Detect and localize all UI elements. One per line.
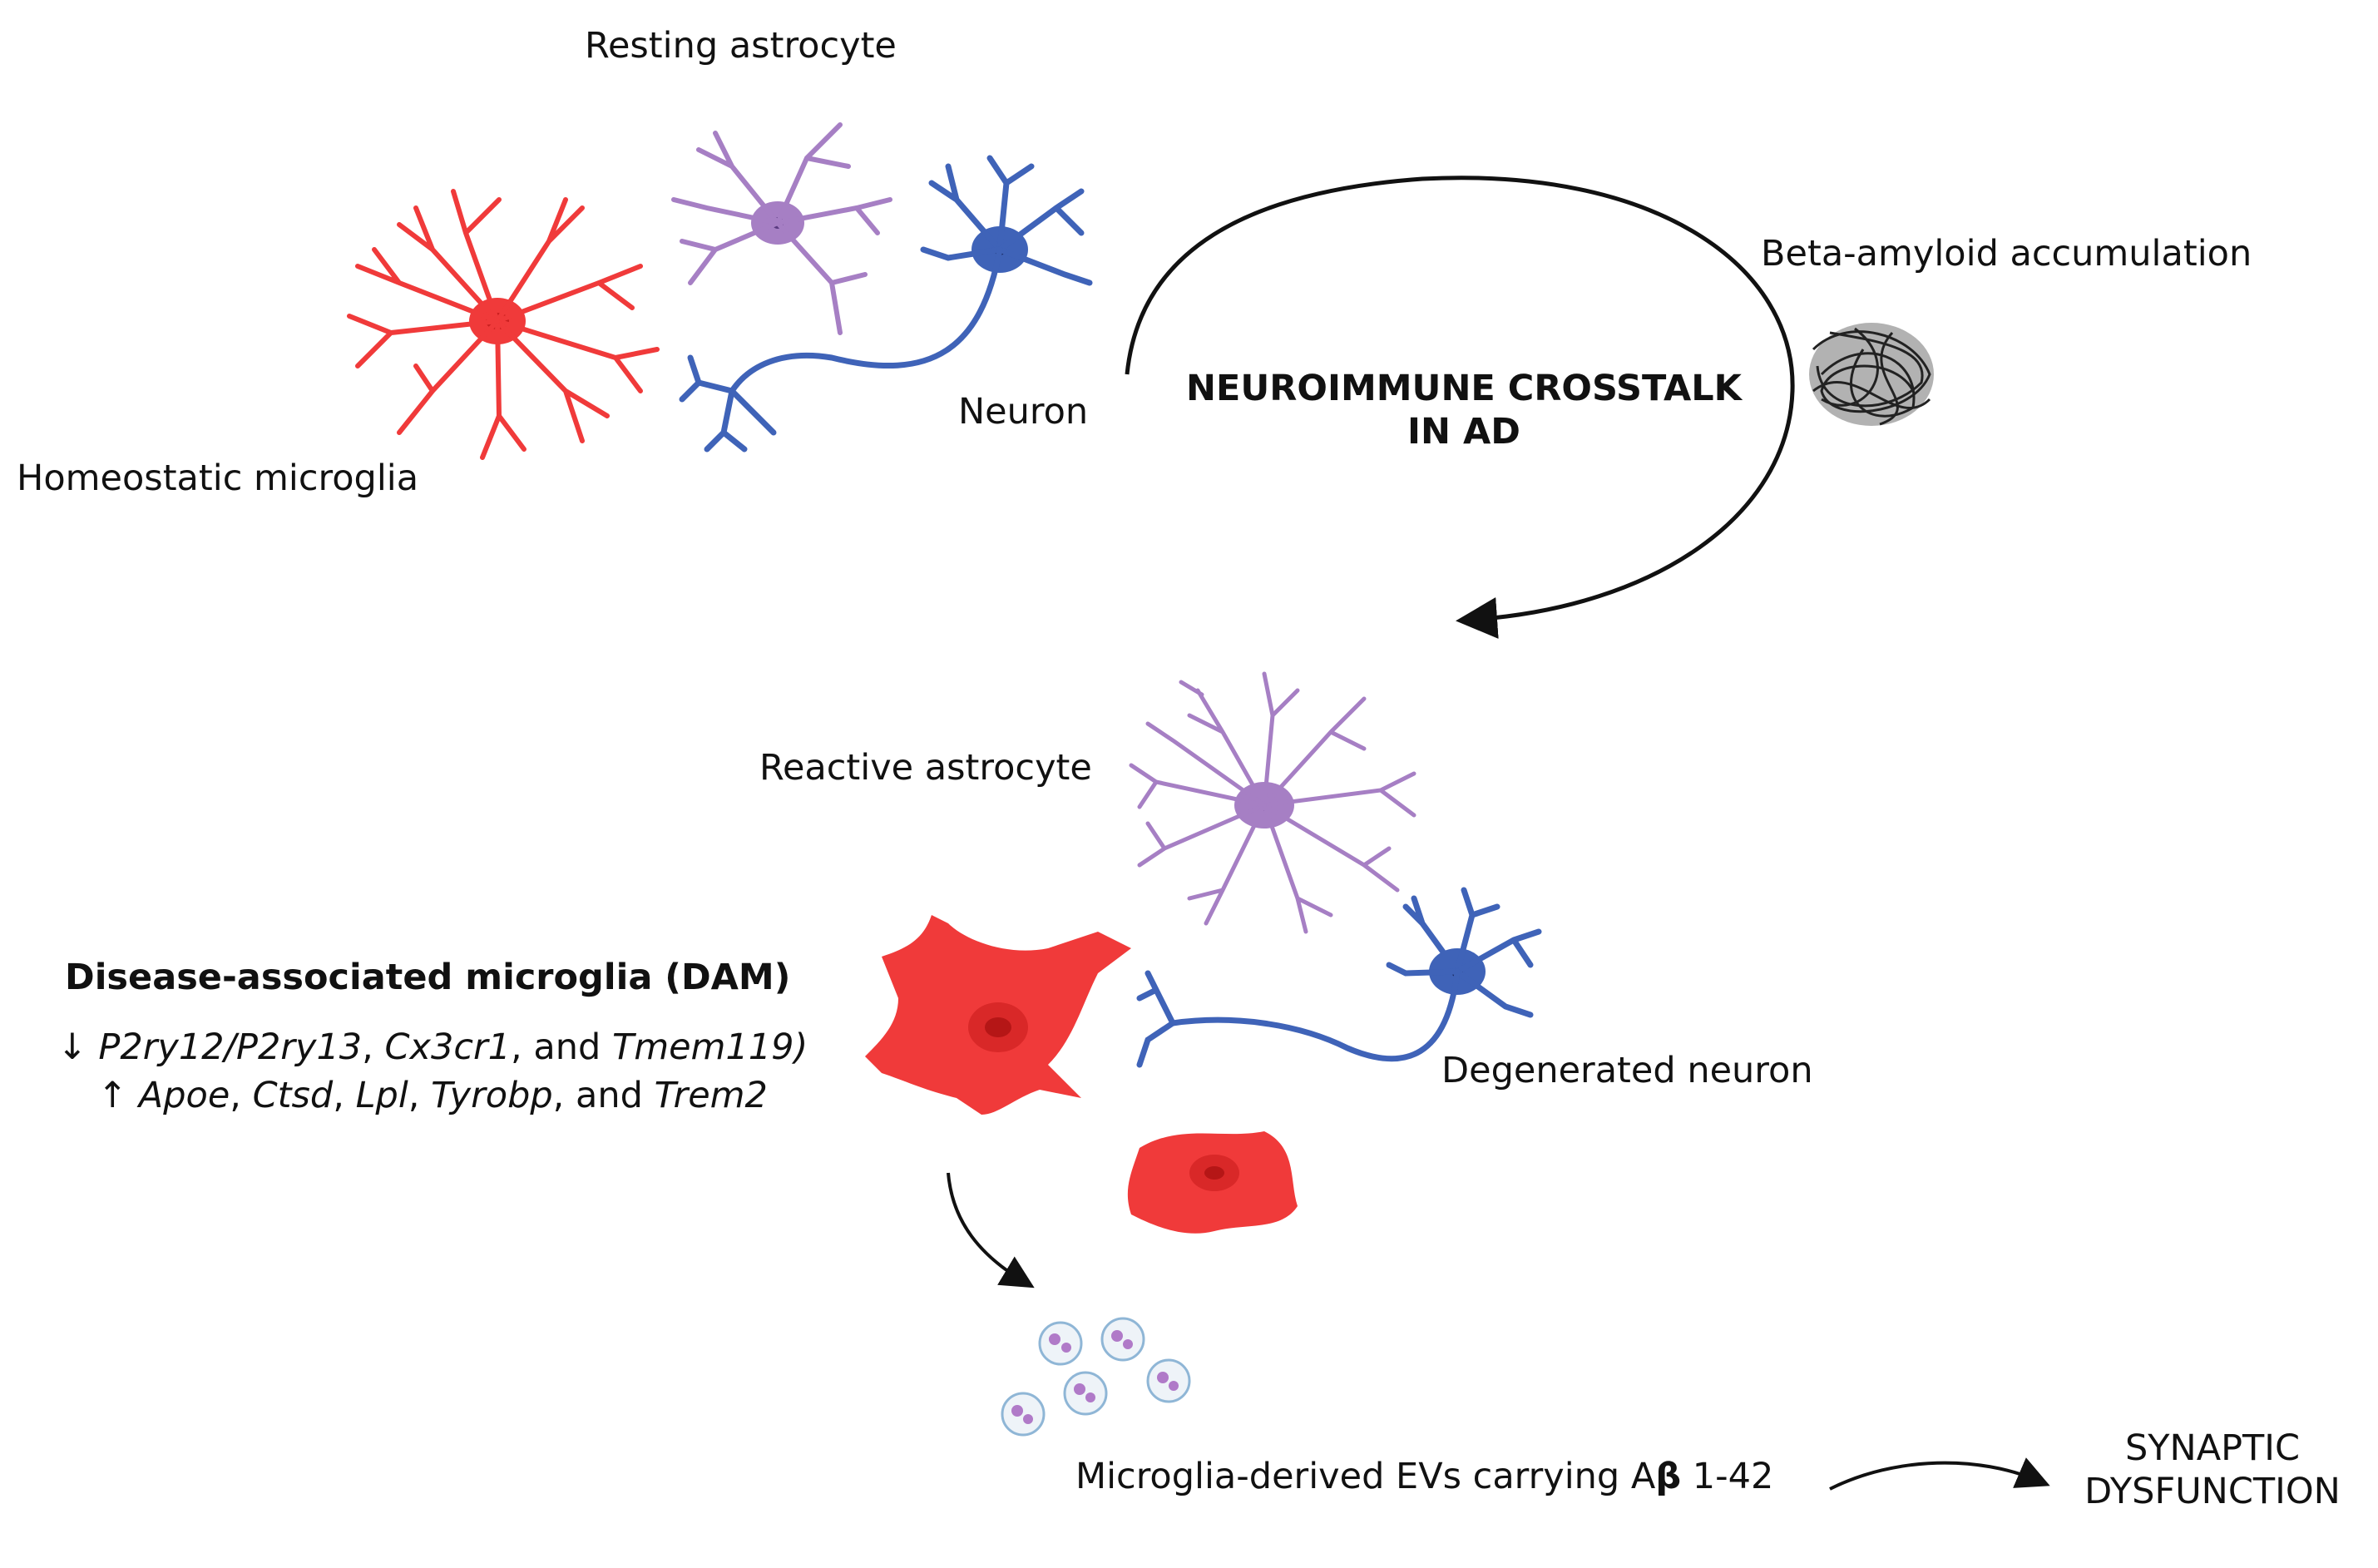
neuron-label: Neuron xyxy=(958,391,1089,433)
degenerated-neuron-icon xyxy=(1136,887,1542,1068)
homeostatic-microglia-label: Homeostatic microglia xyxy=(17,458,419,499)
down-arrow: ↓ xyxy=(57,1026,87,1068)
dam-microglia-icon xyxy=(865,915,1131,1115)
dam-gene-list: ↓ P2ry12/P2ry13, Cx3cr1, and Tmem119) ↑ … xyxy=(42,1023,823,1120)
gene-p2ry12: P2ry12/P2ry13 xyxy=(98,1026,363,1068)
amyloid-tangle-icon xyxy=(1809,323,1934,426)
dam-title: Disease-associated microglia (DAM) xyxy=(65,957,791,998)
beta-amyloid-label: Beta-amyloid accumulation xyxy=(1761,233,2252,275)
neuron-icon xyxy=(679,155,1093,453)
crosstalk-line2: IN AD xyxy=(1407,410,1520,453)
crosstalk-title: NEUROIMMUNE CROSSTALK IN AD xyxy=(1173,368,1755,453)
resting-astrocyte-label: Resting astrocyte xyxy=(585,25,897,67)
gene-tyrobp: Tyrobp xyxy=(431,1075,553,1117)
beta-symbol: β xyxy=(1655,1456,1682,1497)
gene-apoe: Apoe xyxy=(138,1075,230,1117)
dam-to-evs-arrow xyxy=(947,1172,1035,1289)
crosstalk-line1: NEUROIMMUNE CROSSTALK xyxy=(1186,368,1742,409)
damaged-microglia-icon xyxy=(1127,1131,1298,1234)
gene-ctsd: Ctsd xyxy=(252,1075,334,1117)
gene-tmem119: Tmem119) xyxy=(611,1026,808,1068)
dam-down-line: ↓ P2ry12/P2ry13, Cx3cr1, and Tmem119) xyxy=(57,1026,808,1068)
degenerated-neuron-label: Degenerated neuron xyxy=(1441,1050,1813,1091)
resting-astrocyte-icon xyxy=(671,122,892,335)
gene-cx3cr1: Cx3cr1 xyxy=(384,1026,512,1068)
synaptic-dysfunction-label: SYNAPTIC DYSFUNCTION xyxy=(2063,1427,2362,1513)
reactive-astrocyte-icon xyxy=(1129,671,1416,934)
homeostatic-microglia-icon xyxy=(347,189,660,460)
dam-up-line: ↑ Apoe, Ctsd, Lpl, Tyrobp, and Trem2 xyxy=(97,1075,768,1117)
reactive-astrocyte-label: Reactive astrocyte xyxy=(759,747,1092,789)
evs-to-synaptic-arrow xyxy=(1829,1457,2050,1491)
up-arrow: ↑ xyxy=(97,1075,128,1117)
synaptic-line2: DYSFUNCTION xyxy=(2084,1470,2341,1512)
ev-vesicles-icon xyxy=(1001,1317,1191,1437)
gene-trem2: Trem2 xyxy=(654,1075,768,1117)
evs-label: Microglia-derived EVs carrying Aβ 1-42 xyxy=(1075,1456,1774,1497)
gene-lpl: Lpl xyxy=(355,1075,408,1117)
crosstalk-arrow xyxy=(1125,176,1795,639)
synaptic-line1: SYNAPTIC xyxy=(2124,1427,2301,1469)
